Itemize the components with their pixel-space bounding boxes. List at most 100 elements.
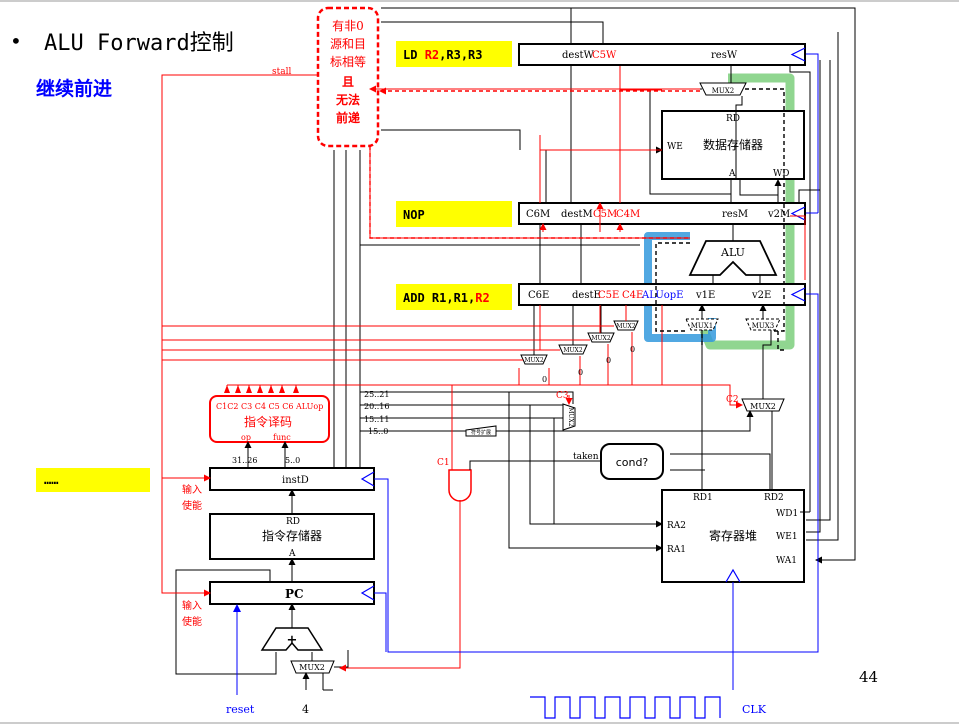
reg-c5m: C5M <box>593 209 617 220</box>
ex-clock-icon <box>790 287 806 302</box>
ctrl-mux-c5-label: MUX2 <box>591 335 610 342</box>
rf-rd2-port: RD2 <box>764 493 784 503</box>
reg-resM: resM <box>722 209 748 220</box>
hazard-line4: 且 <box>342 75 354 89</box>
sign-extender-label: 符号扩展 <box>471 429 491 436</box>
hazard-line3: 标相等 <box>330 55 366 69</box>
slide-subtitle: 继续前进 <box>36 77 112 100</box>
reg-v2e: v2E <box>751 290 771 301</box>
rf-clock-icon <box>725 568 741 583</box>
reg-destW: destW <box>562 50 594 61</box>
c3-mux <box>562 403 576 431</box>
blue-wires <box>236 53 819 695</box>
hazard-box <box>316 6 380 148</box>
page-number: 44 <box>859 668 878 686</box>
reg-aluop: ALUopE <box>641 290 683 301</box>
taken-label: taken <box>573 452 599 462</box>
reg-resW: resW <box>711 50 738 61</box>
clk-waveform <box>530 696 721 719</box>
pc-input-enable-1: 输入 <box>182 599 202 612</box>
pc-adder-label: + <box>287 633 298 648</box>
instr-memory-label: 指令存储器 <box>262 528 322 543</box>
pc-mux <box>290 660 335 674</box>
slide-title: ALU Forward控制 <box>44 31 234 56</box>
wb-pipeline-register <box>518 43 806 66</box>
decoder-func: func <box>273 433 291 442</box>
decoder-block <box>209 395 330 443</box>
rf-rd1-port: RD1 <box>693 493 713 503</box>
mem-instruction: NOP <box>403 208 425 222</box>
pc-mux-label: MUX2 <box>299 663 325 672</box>
pc-clock-icon <box>360 585 375 601</box>
forward-mux1 <box>685 318 719 331</box>
ctrl-mux-dest <box>558 344 588 355</box>
reg-c6e: C6E <box>528 290 549 301</box>
c3-mux-label: MUX2 <box>567 407 574 426</box>
id-clock-icon <box>360 471 375 487</box>
pc-adder <box>260 627 324 651</box>
reg-c4m: C4M <box>616 209 640 220</box>
forward-mux3-label: MUX3 <box>752 322 775 330</box>
bits-15-11-label: 15..11 <box>364 415 389 424</box>
ctrl-mux-c6 <box>520 354 548 365</box>
im-a-port: A <box>288 549 296 559</box>
reg-c5e: C5E <box>598 290 619 301</box>
reg-instD: instD <box>282 475 309 486</box>
zero-label-2: 0 <box>606 356 611 365</box>
if-instr-bg <box>36 468 150 492</box>
data-memory-block <box>661 110 805 180</box>
four-label: 4 <box>302 703 309 716</box>
ctrl-mux-c4 <box>613 320 639 331</box>
c1-and-gate <box>448 469 472 502</box>
bits-5-0-label: 5..0 <box>285 456 300 465</box>
rf-we1-port: WE1 <box>776 532 798 542</box>
wb-mux-label: MUX2 <box>712 87 735 95</box>
if-instruction: …… <box>44 473 58 487</box>
c2-mux <box>741 398 785 412</box>
data-memory-label: 数据存储器 <box>703 137 763 152</box>
red-dashed-wires <box>369 87 700 239</box>
id-input-enable-2: 使能 <box>182 499 202 512</box>
rf-ra2-port: RA2 <box>667 521 686 531</box>
rf-ra1-port: RA1 <box>667 545 686 555</box>
dm-wd-port: WD <box>773 169 789 179</box>
reg-destM: destM <box>561 209 593 220</box>
wb-instr-bg <box>396 41 512 67</box>
hazard-line2: 源和目 <box>330 37 366 51</box>
dm-a-port: A <box>728 169 736 179</box>
ctrl-mux-dest-label: MUX2 <box>563 347 582 354</box>
bits-20-16-label: 20..16 <box>364 402 389 411</box>
black-dashed-wires <box>655 88 785 351</box>
c2-mux-label: MUX2 <box>750 402 776 411</box>
reg-v2M: v2M <box>767 209 790 220</box>
clk-label: CLK <box>742 703 767 716</box>
zero-label-3: 0 <box>578 368 583 377</box>
register-file-label: 寄存器堆 <box>709 528 757 543</box>
mem-clock-icon <box>790 206 806 221</box>
decoder-signals: C1C2 C3 C4 C5 C6 ALUop <box>216 402 323 411</box>
mem-instr-bg <box>396 201 512 227</box>
reg-c4e: C4E <box>622 290 643 301</box>
rf-wd1-port: WD1 <box>776 509 798 519</box>
dm-we-port: WE <box>667 142 683 152</box>
wb-clock-icon <box>790 47 806 62</box>
cyan-forward-path <box>644 232 716 342</box>
register-file-block <box>661 489 805 583</box>
reg-v1e: v1E <box>695 290 715 301</box>
reset-arrow-icon <box>233 604 241 612</box>
ex-instruction: ADD R1,R1,R2 <box>403 291 490 305</box>
bits-15-0-label: 15..0 <box>368 427 388 436</box>
bits-25-21-label: 25..21 <box>364 390 389 399</box>
bits-31-26-label: 31..26 <box>232 456 257 465</box>
dm-rd-port: RD <box>726 114 740 124</box>
c3-label: C3 <box>556 391 569 401</box>
ex-instr-bg <box>396 284 512 310</box>
ctrl-mux-c5 <box>587 332 615 343</box>
hazard-line6: 前递 <box>336 110 360 125</box>
mem-pipeline-register <box>518 202 806 225</box>
ctrl-mux-c6-label: MUX2 <box>524 357 543 364</box>
reg-c5w: C5W <box>592 50 617 61</box>
rf-wa1-port: WA1 <box>776 556 797 566</box>
